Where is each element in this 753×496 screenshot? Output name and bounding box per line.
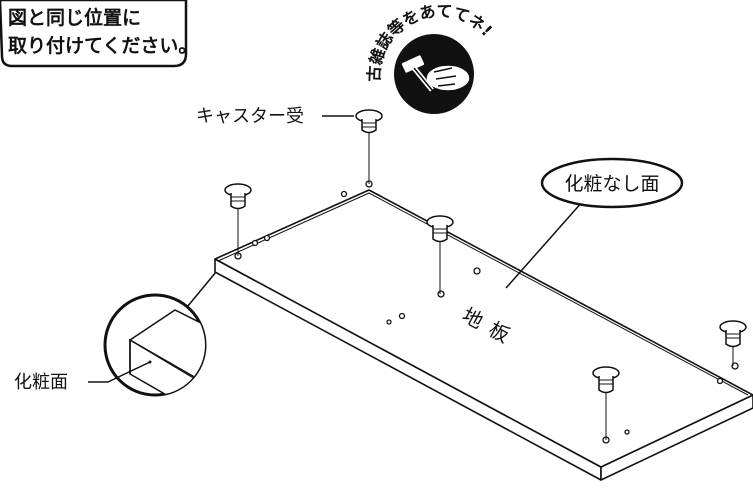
caster-receiver-5 (592, 366, 620, 440)
caster-receiver-1 (355, 109, 383, 184)
caster-receiver-2 (224, 183, 252, 256)
protect-floor-badge: 古雑誌等をあててネ! (364, 1, 496, 114)
hand-with-hammer-icon (400, 53, 471, 92)
instruction-line-1: 図と同じ位置に (8, 6, 141, 29)
edge-detail-magnifier (103, 271, 217, 397)
floor-board (214, 189, 753, 481)
board-holes (234, 180, 739, 444)
caster-receiver-3 (426, 215, 454, 294)
finish-surface-label: 化粧面 (14, 372, 68, 393)
caster-receiver-parts (224, 109, 747, 440)
caster-receiver-4 (719, 320, 747, 366)
no-finish-callout: 化粧なし面 (505, 157, 684, 289)
no-finish-surface-label: 化粧なし面 (564, 173, 659, 195)
board-top-face (214, 189, 753, 468)
caster-receiver-label: キャスター受 (196, 106, 304, 127)
instruction-line-2: 取り付けてください。 (8, 34, 197, 57)
instruction-box: 図と同じ位置に 取り付けてください。 (0, 0, 197, 68)
finish-surface-leader (88, 361, 151, 383)
